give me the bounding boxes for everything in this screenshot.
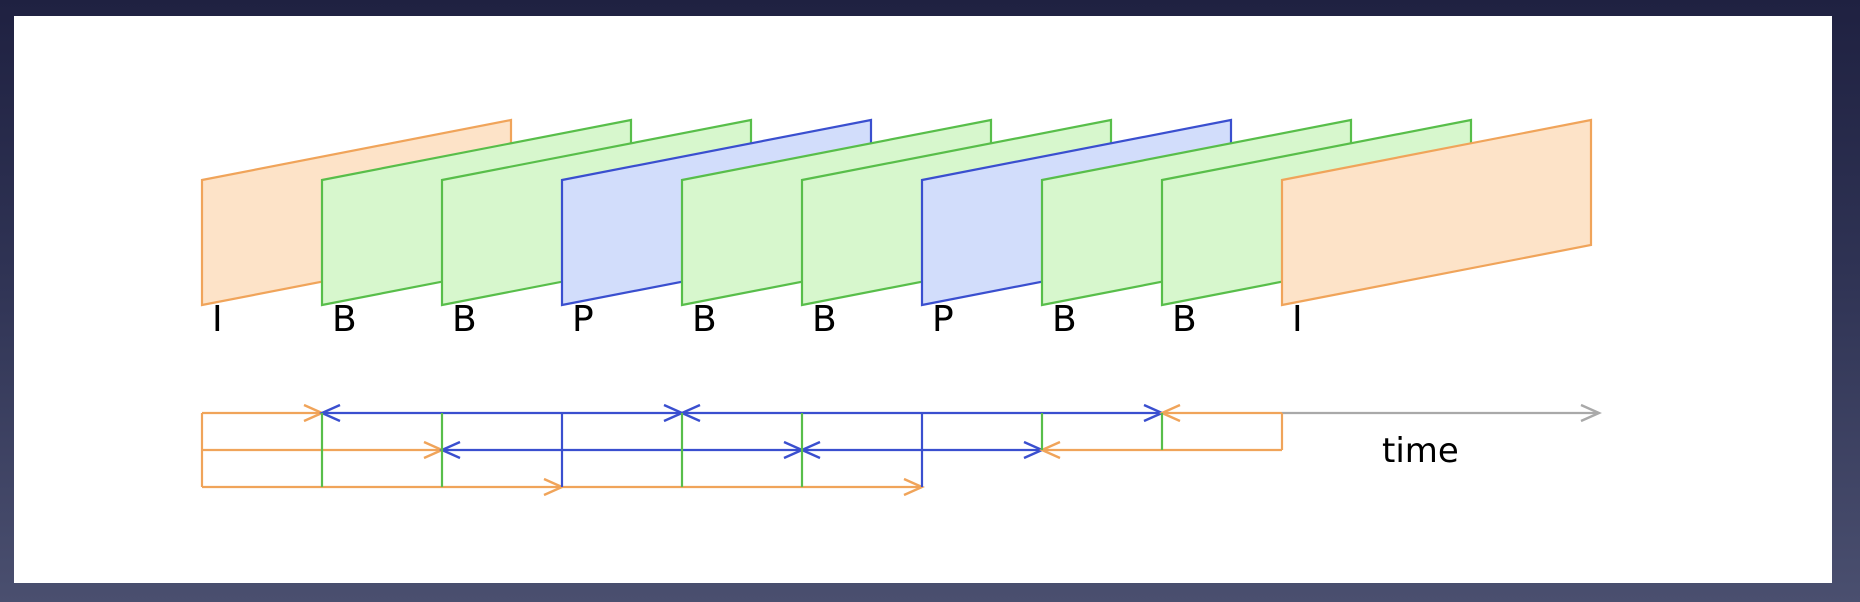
frame-label-4: P [572,299,594,340]
frame-I-10 [1280,118,1593,307]
frame-label-8: B [1052,299,1077,340]
time-axis-arrowhead [1580,403,1602,423]
frame-label-9: B [1172,299,1197,340]
frame-label-2: B [332,299,357,340]
frame-label-3: B [452,299,477,340]
frame-label-5: B [692,299,717,340]
time-axis-label: time [1382,431,1459,471]
frame-label-10: I [1292,299,1303,340]
frame-label-1: I [212,299,223,340]
frame-label-6: B [812,299,837,340]
frame-label-7: P [932,299,954,340]
